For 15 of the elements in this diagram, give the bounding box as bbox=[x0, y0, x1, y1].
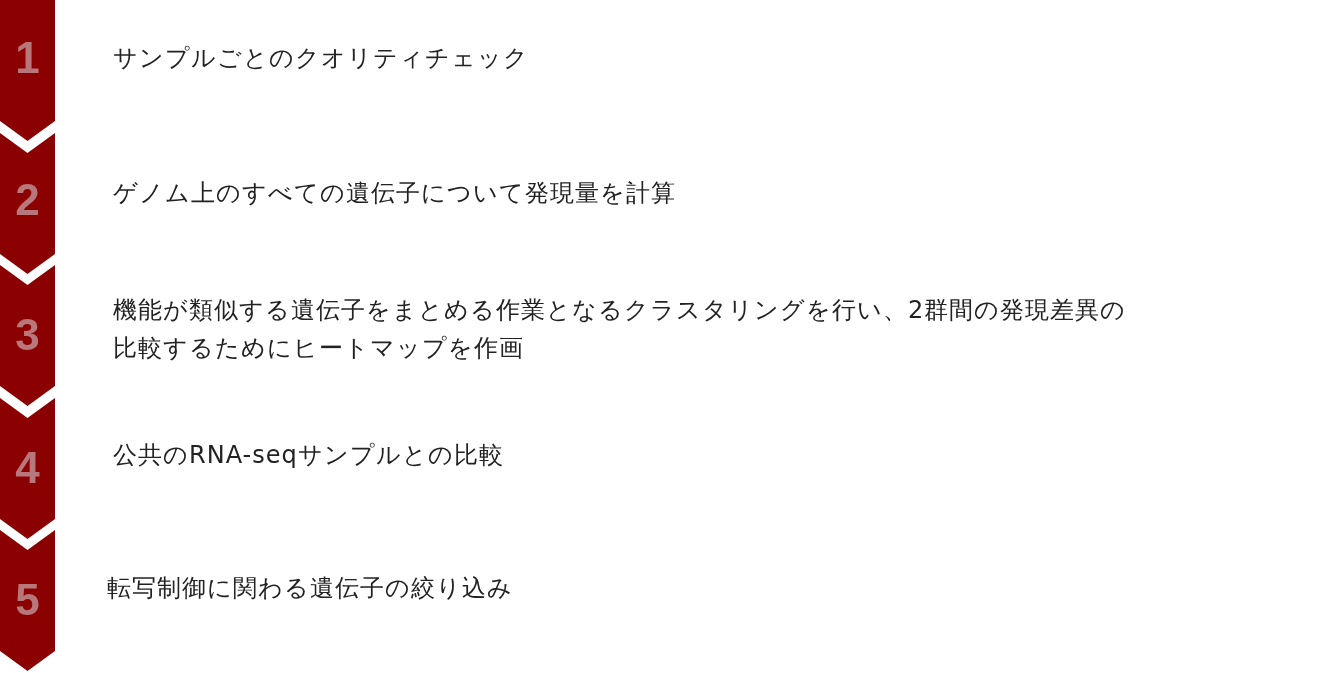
step-description: ゲノム上のすべての遺伝子について発現量を計算 bbox=[113, 178, 676, 209]
step-description: 転写制御に関わる遺伝子の絞り込み bbox=[107, 573, 513, 604]
step-description: サンプルごとのクオリティチェック bbox=[113, 43, 529, 74]
chevron-step bbox=[0, 133, 55, 274]
step-number: 4 bbox=[15, 446, 40, 490]
step-number: 1 bbox=[15, 36, 40, 80]
step-description: 公共のRNA-seqサンプルとの比較 bbox=[113, 440, 504, 471]
step-number: 3 bbox=[15, 313, 40, 357]
step-number: 2 bbox=[15, 178, 40, 222]
step-number: 5 bbox=[15, 578, 40, 622]
chevron-step bbox=[0, 0, 55, 141]
step-description: 機能が類似する遺伝子をまとめる作業となるクラスタリングを行い、2群間の発現差異の比較するためにヒートマップを作画 bbox=[113, 295, 1128, 364]
chevron-step bbox=[0, 530, 55, 671]
chevron-step bbox=[0, 398, 55, 539]
chevron-step bbox=[0, 265, 55, 406]
